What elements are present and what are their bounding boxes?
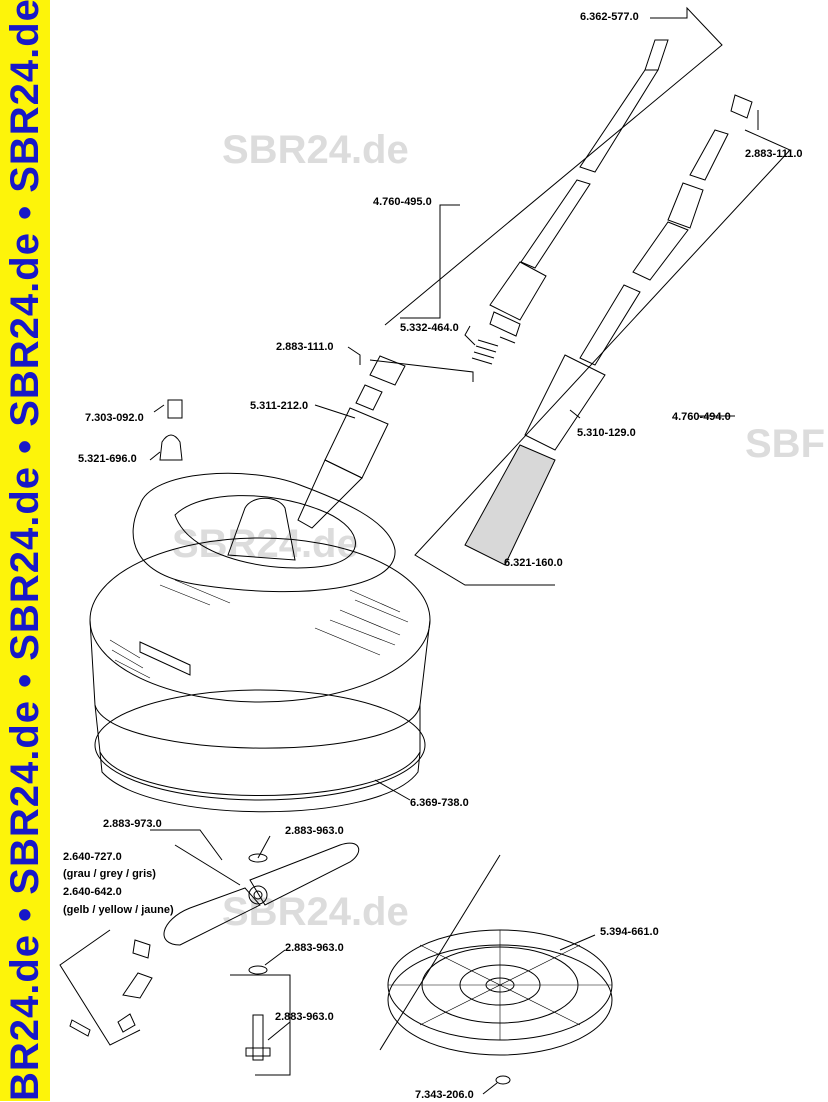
part-label-6-369-738: 6.369-738.0 (410, 797, 469, 809)
handle-ring (133, 473, 395, 591)
bracket-rotor (150, 830, 222, 860)
cap-5-321-696 (160, 435, 182, 460)
screw-7-303-092 (168, 400, 182, 418)
part-label-gelb-yellow-jaune: (gelb / yellow / jaune) (63, 904, 174, 916)
part-label-grau-grey-gris: (grau / grey / gris) (63, 868, 156, 880)
bracket-lance-upper (385, 8, 722, 325)
lance-tube-lower (465, 95, 752, 565)
rotor-arm (164, 843, 359, 974)
clip-7-343-206 (496, 1076, 510, 1084)
part-label-5-394-661: 5.394-661.0 (600, 926, 659, 938)
bracket-nozzle (60, 930, 140, 1045)
part-label-2-883-963-c: 2.883-963.0 (275, 1011, 334, 1023)
watermark-middle: SBR24.de (172, 522, 359, 566)
center-cone (228, 498, 295, 560)
axle-pin (253, 1015, 263, 1060)
watermark-right: SBF (745, 422, 825, 466)
housing-ribs (110, 580, 408, 678)
surface-cleaner-housing (90, 538, 430, 812)
part-label-2-640-727: 2.640-727.0 (63, 851, 122, 863)
bracket-connector (370, 360, 473, 382)
part-label-5-332-464: 5.332-464.0 (400, 322, 459, 334)
part-label-2-883-963-b: 2.883-963.0 (285, 942, 344, 954)
part-label-2-883-963-a: 2.883-963.0 (285, 825, 344, 837)
part-label-2-640-642: 2.640-642.0 (63, 886, 122, 898)
part-label-5-321-696: 5.321-696.0 (78, 453, 137, 465)
part-label-6-321-160: 6.321-160.0 (504, 557, 563, 569)
part-label-5-310-129: 5.310-129.0 (577, 427, 636, 439)
nozzle-elbow (123, 973, 152, 998)
connector-5-311-212 (298, 356, 405, 528)
part-label-4-760-494: 4.760-494.0 (672, 411, 731, 423)
watermark-top: SBR24.de (222, 128, 409, 172)
part-label-7-303-092: 7.303-092.0 (85, 412, 144, 424)
part-label-5-311-212: 5.311-212.0 (250, 400, 309, 412)
part-label-2-883-111-mid: 2.883-111.0 (276, 341, 334, 353)
lance-tube-upper (472, 40, 668, 364)
part-label-7-343-206: 7.343-206.0 (415, 1089, 474, 1101)
part-label-2-883-111-top: 2.883-111.0 (745, 148, 803, 160)
part-label-6-362-577: 6.362-577.0 (580, 11, 639, 23)
brush-ring-6-369-738 (95, 705, 420, 796)
part-label-2-883-973: 2.883-973.0 (103, 818, 162, 830)
grip-5-310-129 (525, 355, 605, 450)
sidebar-banner: BR24.de • SBR24.de • SBR24.de • SBR24.de… (0, 0, 50, 1101)
grip-pad-6-321-160 (465, 445, 555, 565)
part-label-4-760-495: 4.760-495.0 (373, 196, 432, 208)
bracket-lance-lower (415, 130, 790, 585)
splash-plate (388, 930, 612, 1055)
